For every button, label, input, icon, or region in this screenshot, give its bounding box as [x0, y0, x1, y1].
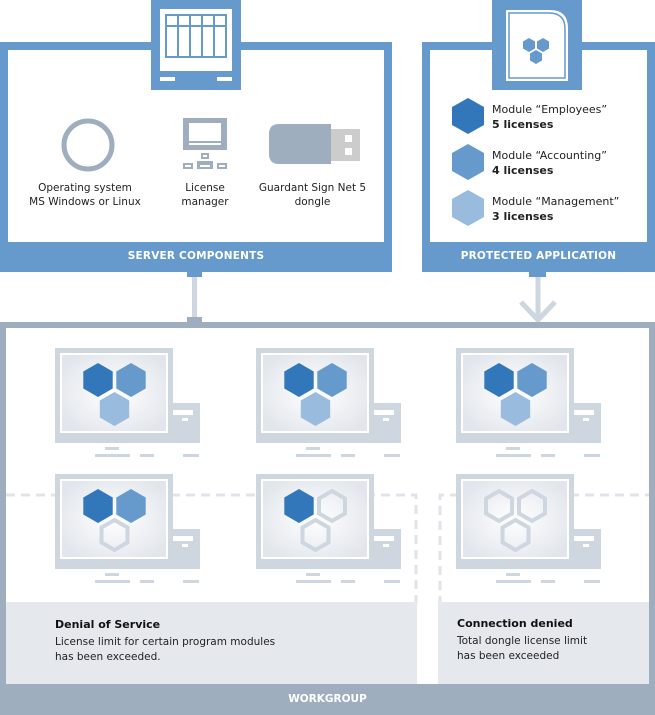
- usb-dongle-icon: [269, 124, 360, 164]
- module-employees-icon: [452, 98, 484, 134]
- denied-group-border: [438, 493, 649, 605]
- module-management-hex-inactive: [500, 517, 531, 553]
- module-management-hex-active: [300, 392, 331, 426]
- application-document-icon: [492, 0, 582, 90]
- module-accounting-hex-inactive: [517, 488, 547, 524]
- module-management: Module “Management” 3 licenses: [492, 195, 620, 223]
- workstation-3: [456, 348, 601, 457]
- license-manager-icon: [183, 118, 227, 169]
- module-accounting-hex-inactive: [317, 488, 347, 524]
- module-management-hex-inactive: [300, 517, 331, 553]
- license-manager-label: License manager: [181, 182, 229, 208]
- connection-denied-title: Connection denied: [457, 617, 573, 630]
- module-employees-hex-active: [284, 363, 314, 397]
- os-label: Operating system MS Windows or Linux: [29, 182, 141, 208]
- connection-denied-text: Total dongle license limit has been exce…: [457, 635, 588, 662]
- module-employees-hex-active: [83, 489, 113, 523]
- workgroup-panel: [0, 322, 655, 715]
- os-ring-icon: [61, 118, 115, 172]
- denial-of-service-box: Denial of Service License limit for cert…: [6, 602, 417, 684]
- module-accounting-hex-active: [517, 363, 547, 397]
- module-management-icon: [452, 190, 484, 226]
- arrow-down-icon: [519, 277, 557, 324]
- module-employees-hex-active: [484, 363, 514, 397]
- workstation-6: [456, 474, 601, 583]
- module-accounting: Module “Accounting” 4 licenses: [492, 149, 607, 177]
- workgroup-title: WORKGROUP: [0, 684, 655, 715]
- connection-denied-box: Connection denied Total dongle license l…: [438, 602, 649, 684]
- module-employees-hex-active: [83, 363, 113, 397]
- workstation-5: [256, 474, 401, 583]
- workstation-1: [55, 348, 200, 457]
- workstation-4: [55, 474, 200, 583]
- denial-of-service-title: Denial of Service: [55, 618, 161, 631]
- server-components-title: SERVER COMPONENTS: [0, 242, 392, 272]
- server-icon: [151, 0, 241, 90]
- module-accounting-hex-active: [317, 363, 347, 397]
- workstation-2: [256, 348, 401, 457]
- module-management-hex-active: [500, 392, 531, 426]
- protected-application-title: PROTECTED APPLICATION: [422, 242, 655, 272]
- module-employees: Module “Employees” 5 licenses: [492, 103, 608, 131]
- module-management-hex-active: [99, 392, 130, 426]
- module-accounting-hex-active: [116, 363, 146, 397]
- module-employees-hex-active: [284, 489, 314, 523]
- module-accounting-hex-active: [116, 489, 146, 523]
- module-accounting-icon: [452, 144, 484, 180]
- denial-of-service-text: License limit for certain program module…: [55, 636, 276, 663]
- module-employees-hex-inactive: [484, 488, 514, 524]
- dongle-label: Guardant Sign Net 5 dongle: [258, 182, 367, 208]
- module-management-hex-inactive: [99, 517, 130, 553]
